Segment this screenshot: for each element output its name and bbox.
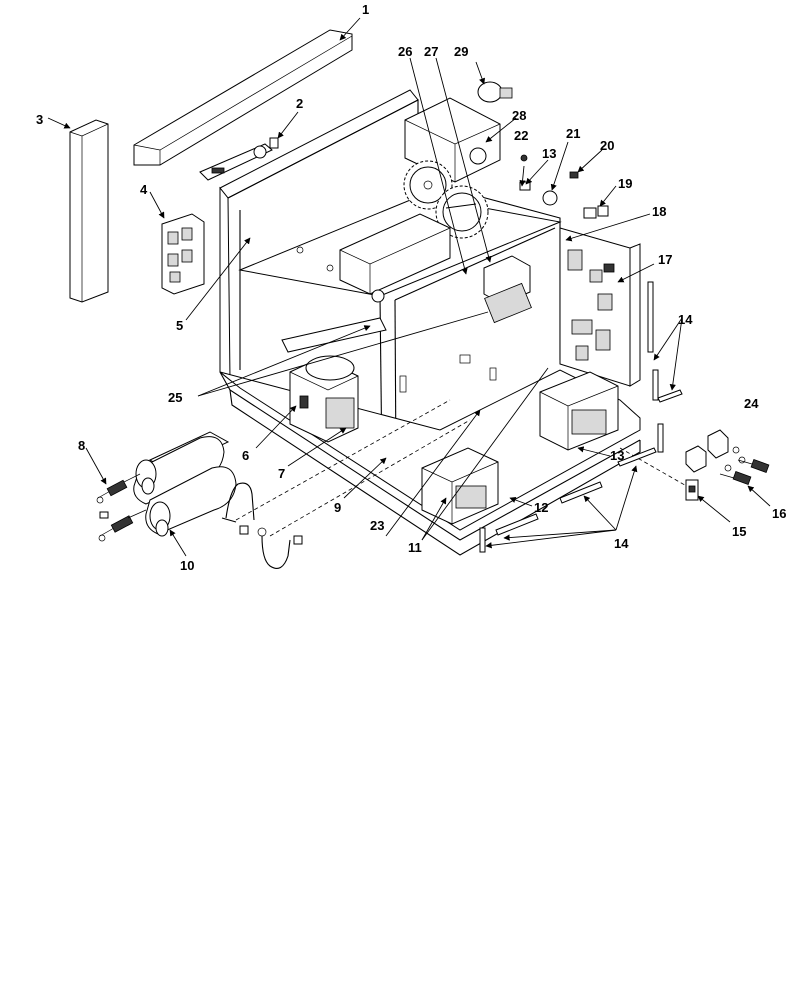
- callout-29: 29: [454, 44, 468, 59]
- part-lamp-bulb: [477, 81, 513, 103]
- callout-22: 22: [514, 128, 528, 143]
- part-lamp-housing: [404, 97, 501, 183]
- part-terminal-connectors: [719, 458, 770, 486]
- part-capacitor-clamp-upper: [221, 482, 255, 523]
- part-bracket-small: [685, 479, 699, 501]
- callout-20: 20: [600, 138, 614, 153]
- callout-17: 17: [658, 252, 672, 267]
- part-strips: [479, 281, 683, 553]
- part-capacitor-clamp-lower: [239, 525, 303, 569]
- callout-14b: 14: [614, 536, 629, 551]
- callout-25: 25: [168, 390, 182, 405]
- part-motor-box: [339, 213, 451, 303]
- callout-4: 4: [140, 182, 148, 197]
- callout-24: 24: [744, 396, 759, 411]
- part-small-clips: [519, 154, 609, 219]
- part-switch-assembly: [199, 137, 279, 181]
- callout-15: 15: [732, 524, 746, 539]
- callout-2: 2: [296, 96, 303, 111]
- callout-3: 3: [36, 112, 43, 127]
- callout-18: 18: [652, 204, 666, 219]
- callout-1: 1: [362, 2, 369, 17]
- callout-10: 10: [180, 558, 194, 573]
- callout-13b: 13: [610, 448, 624, 463]
- callout-7: 7: [278, 466, 285, 481]
- callout-27: 27: [424, 44, 438, 59]
- part-plug-assembly: [685, 429, 746, 473]
- callout-6: 6: [242, 448, 249, 463]
- callout-13a: 13: [542, 146, 556, 161]
- leader-lines: [47, 17, 771, 557]
- callout-28: 28: [512, 108, 526, 123]
- callout-5: 5: [176, 318, 183, 333]
- part-relay: [483, 255, 532, 324]
- part-connector-block: [161, 213, 205, 295]
- callout-12: 12: [534, 500, 548, 515]
- callout-26: 26: [398, 44, 412, 59]
- assembly-guide-lines: [235, 399, 691, 537]
- callout-14a: 14: [678, 312, 693, 327]
- part-transformer-left: [289, 355, 359, 443]
- part-transformer-front: [421, 447, 499, 525]
- part-control-board: [559, 227, 641, 387]
- part-transformer-rear: [539, 371, 619, 451]
- callout-23: 23: [370, 518, 384, 533]
- callout-21: 21: [566, 126, 580, 141]
- callout-labels: 1 2 3 4 5 6 7 8 9 10 11 12 13 13 14 14 1…: [36, 2, 786, 573]
- callout-11: 11: [408, 540, 422, 555]
- part-spring-lower: [98, 509, 147, 542]
- callout-9: 9: [334, 500, 341, 515]
- callout-19: 19: [618, 176, 632, 191]
- part-bracket: [281, 317, 387, 353]
- part-side-trim: [69, 119, 109, 303]
- callout-16: 16: [772, 506, 786, 521]
- part-capacitors: [133, 431, 237, 537]
- part-spring-upper: [96, 473, 141, 504]
- callout-8: 8: [78, 438, 85, 453]
- part-top-trim: [133, 29, 353, 166]
